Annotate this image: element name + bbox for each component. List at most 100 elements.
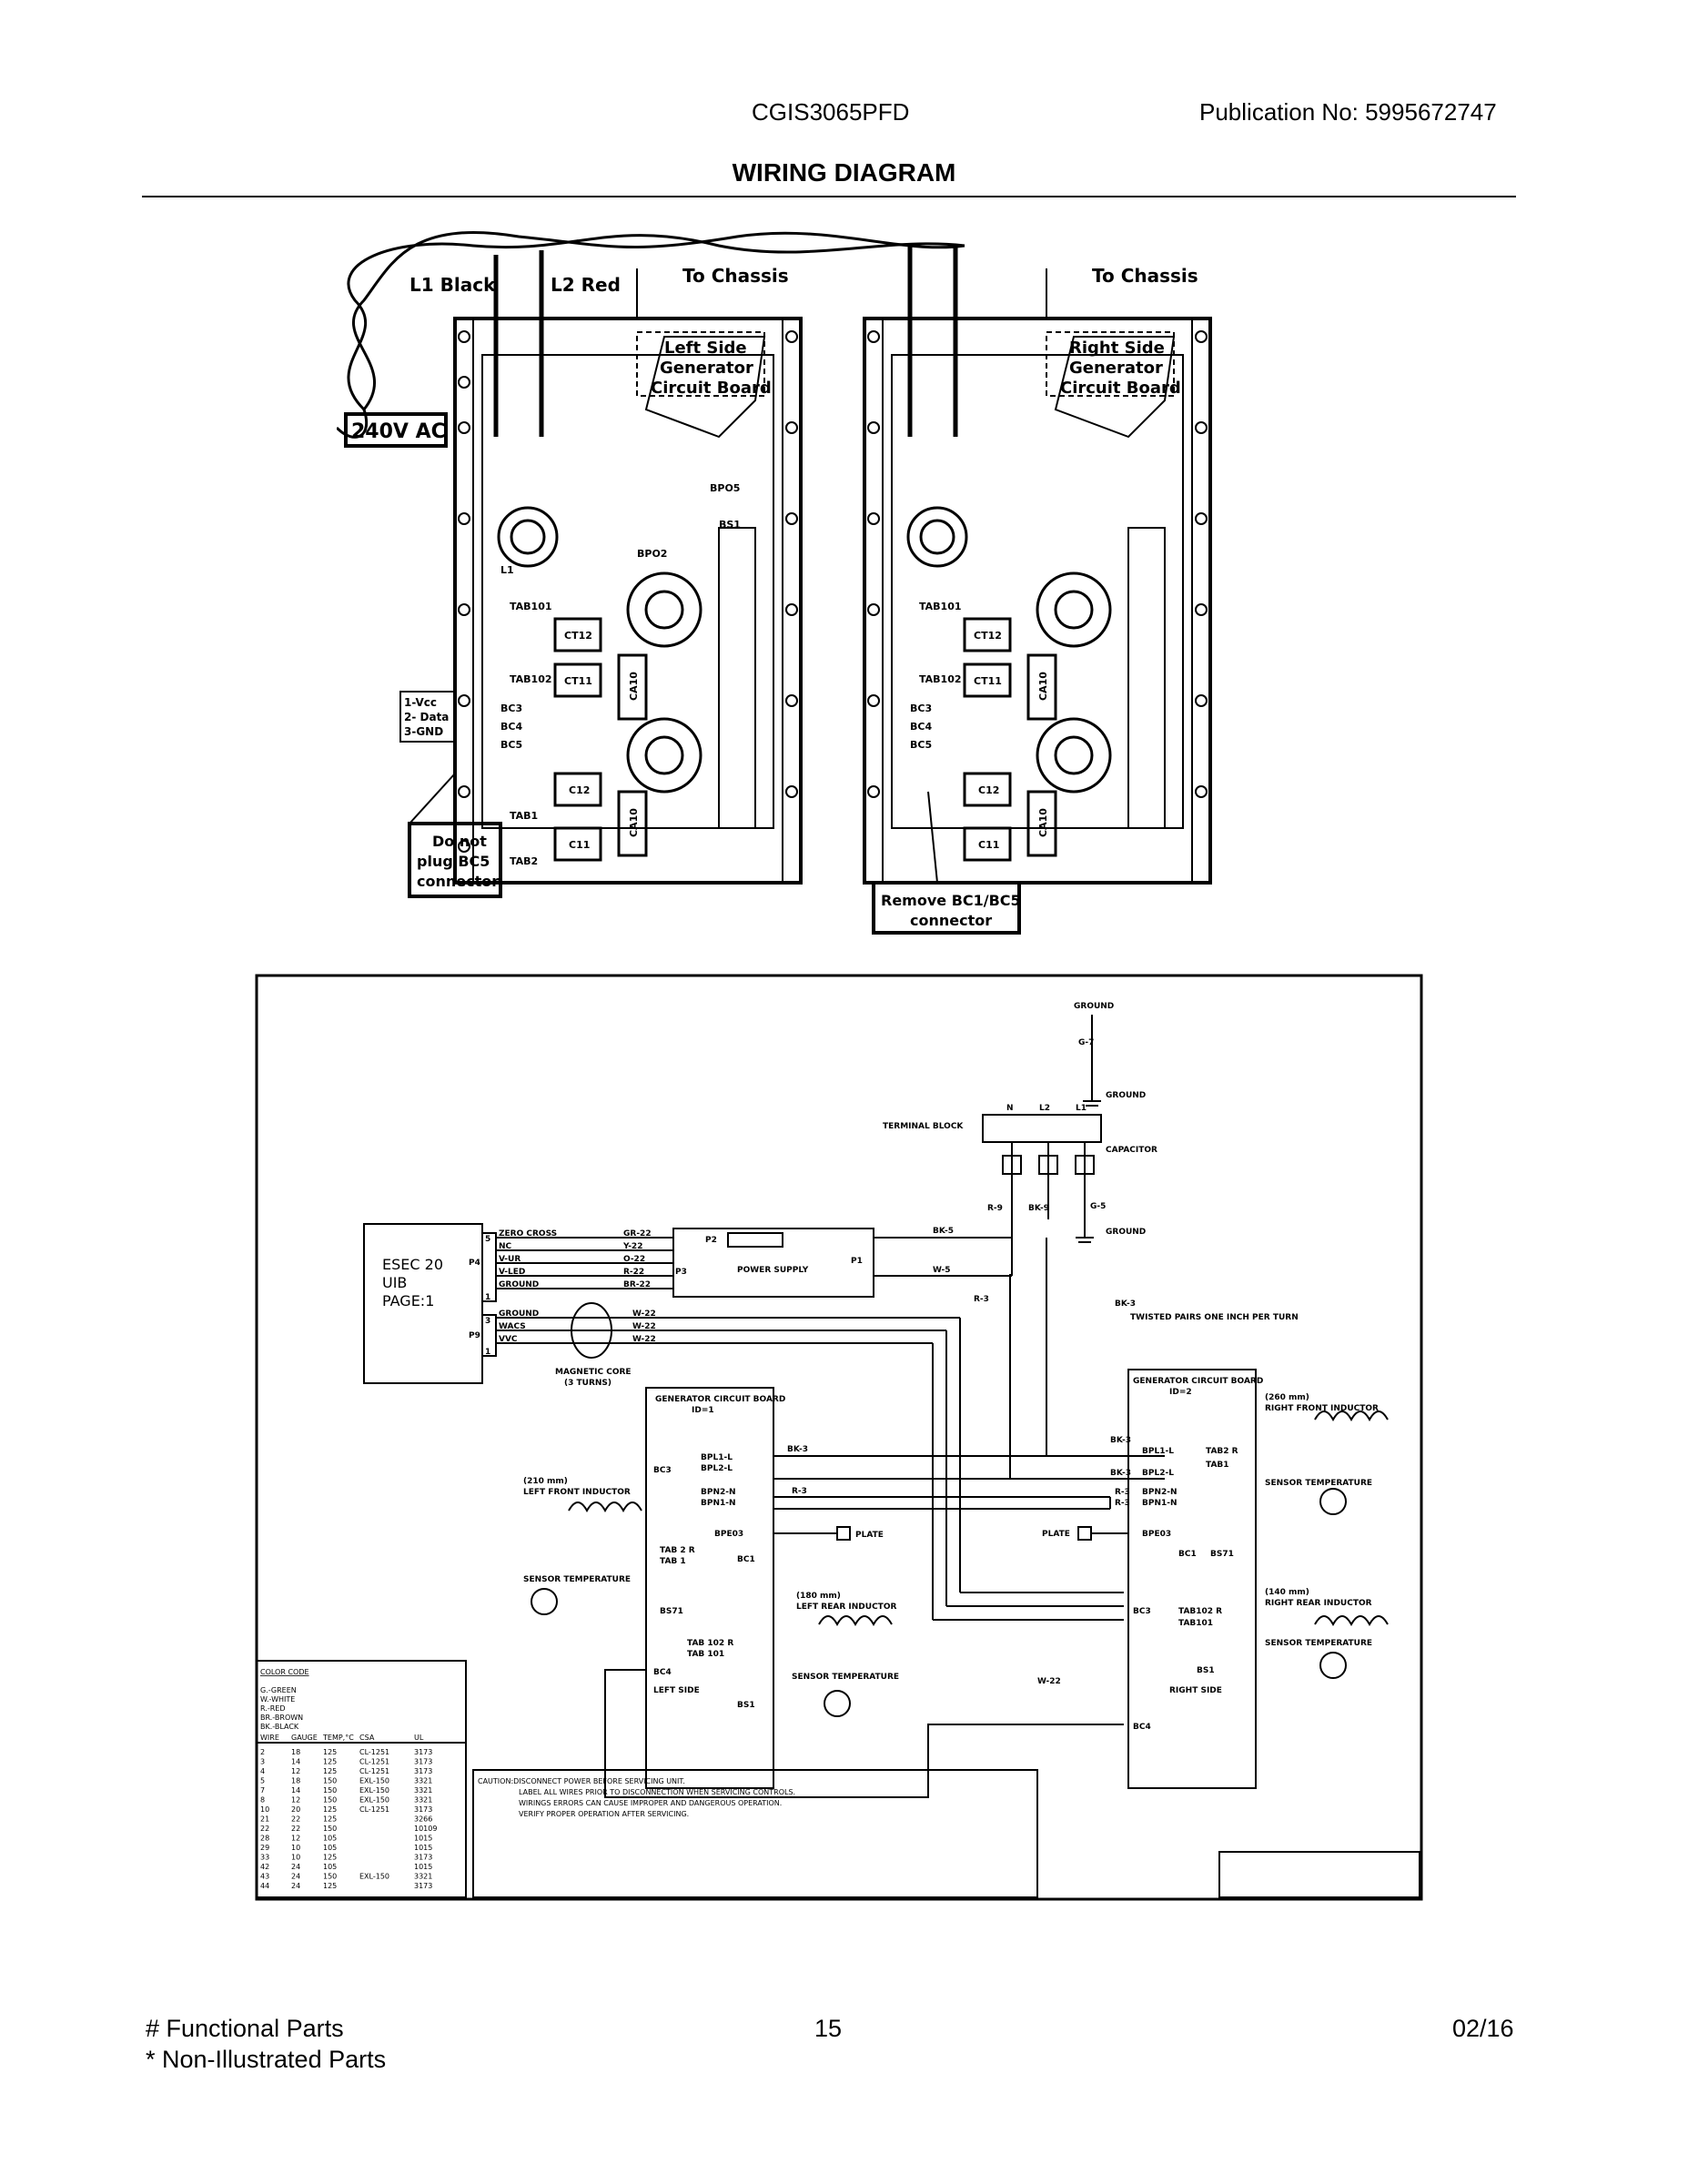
wire-table-cell: 4 — [260, 1767, 265, 1775]
comp-bc4-right: BC4 — [910, 721, 932, 733]
right-board-frame — [863, 317, 1212, 885]
gen-board-left — [645, 1387, 774, 1789]
gen2-title-2: ID=2 — [1169, 1388, 1192, 1397]
comp-ca10-right: CA10 — [1037, 672, 1049, 701]
comp-l1-left: L1 — [500, 564, 514, 576]
bk5: BK-5 — [933, 1227, 954, 1236]
gen1-left-side: LEFT SIDE — [653, 1686, 700, 1695]
wire-table-cell: 3173 — [414, 1767, 432, 1775]
gen1-pin-bpn1: BPN1-N — [701, 1499, 736, 1508]
board-layout-diagram: L1 Black L2 Red To Chassis To Chassis 24… — [337, 231, 1212, 935]
color-code-r: R.-RED — [260, 1704, 285, 1713]
wire-table-cell: 150 — [323, 1825, 337, 1833]
wire-table-cell: 42 — [260, 1863, 269, 1871]
supply-cable — [347, 234, 965, 411]
gen1-bpe03: BPE03 — [714, 1530, 743, 1539]
power-supply-label: POWER SUPPLY — [737, 1266, 809, 1275]
comp-ca10b-right: CA10 — [1037, 808, 1049, 837]
comp-ct12-left: CT12 — [564, 630, 592, 642]
comp-tab101-right: TAB101 — [919, 601, 962, 612]
caution-1: CAUTION:DISCONNECT POWER BEFORE SERVICIN… — [478, 1777, 685, 1785]
comp-c11-right: C11 — [978, 839, 999, 851]
wire-table-cell: 105 — [323, 1835, 337, 1843]
comp-bpo5-left: BPO5 — [710, 482, 740, 494]
wire-table-cell: 12 — [291, 1835, 300, 1843]
gen2-bc1: BC1 — [1178, 1550, 1197, 1559]
color-code-g: G.-GREEN — [260, 1686, 297, 1694]
esec-line-2: UIB — [382, 1274, 407, 1291]
tb-n: N — [1006, 1104, 1014, 1113]
comp-ct12-right: CT12 — [974, 630, 1002, 642]
wiring-schematic: GROUND G-7 GROUND TERMINAL BLOCK N L2 L1… — [255, 974, 1423, 1901]
gen2-pin-bpl1: BPL1-L — [1142, 1447, 1174, 1456]
left-board-frame — [453, 317, 803, 885]
p1-label: P1 — [851, 1257, 863, 1266]
comp-ct11-left: CT11 — [564, 675, 592, 687]
p4-pin-nc: NC — [499, 1242, 512, 1251]
gen1-bc1: BC1 — [737, 1555, 755, 1564]
rfi-2: RIGHT FRONT INDUCTOR — [1265, 1404, 1379, 1413]
p4-label: P4 — [469, 1259, 480, 1268]
wire-table-header: WIRE — [260, 1734, 279, 1742]
wire-table-cell: 14 — [291, 1758, 300, 1766]
gen1-tab2r: TAB 2 R — [660, 1546, 695, 1555]
wire-table-cell: 3321 — [414, 1786, 432, 1795]
functional-parts-note: # Functional Parts — [146, 2015, 344, 2042]
g5: G-5 — [1090, 1202, 1106, 1211]
wire-table-cell: 3173 — [414, 1882, 432, 1890]
gen1-pin-bpn2: BPN2-N — [701, 1488, 736, 1497]
wire-table-cell: 12 — [291, 1796, 300, 1805]
gen1-tab1: TAB 1 — [660, 1557, 686, 1566]
note-left-box — [408, 822, 502, 898]
wire-table-cell: 10 — [291, 1844, 300, 1852]
wire-table-cell: CL-1251 — [359, 1767, 389, 1775]
wire-table-cell: 125 — [323, 1815, 337, 1824]
non-illustrated-note: * Non-Illustrated Parts — [146, 2046, 387, 2073]
color-code-table — [256, 1660, 467, 1898]
lfi-2: LEFT FRONT INDUCTOR — [523, 1488, 631, 1497]
esec-uib-box — [363, 1223, 483, 1384]
color-code-br: BR.-BROWN — [260, 1714, 303, 1722]
gen2-tab2r: TAB2 R — [1206, 1447, 1238, 1456]
w22-label: W-22 — [1037, 1677, 1061, 1686]
p9-pin-num-1: 1 — [485, 1348, 490, 1357]
ground-top: GROUND — [1074, 1002, 1114, 1011]
esec-line-1: ESEC 20 — [382, 1256, 443, 1273]
p9-wire-2: W-22 — [632, 1322, 656, 1331]
wire-table-cell: 22 — [291, 1825, 300, 1833]
comp-bc4-left: BC4 — [500, 721, 522, 733]
comp-bc5-left: BC5 — [500, 739, 522, 751]
comp-ca10-left: CA10 — [628, 672, 640, 701]
gen1-r3: R-3 — [792, 1487, 807, 1496]
bc-pin-legend-box — [399, 691, 456, 743]
r9: R-9 — [987, 1204, 1003, 1213]
wire-table-cell: 125 — [323, 1767, 337, 1775]
wire-table-cell: 10 — [260, 1805, 269, 1814]
gen2-tab102r: TAB102 R — [1178, 1607, 1222, 1616]
wire-table-cell: 33 — [260, 1854, 269, 1862]
right-board-title-2: Generator — [1069, 359, 1163, 378]
gen2-pin-bpn1: BPN1-N — [1142, 1499, 1178, 1508]
wire-table-cell: 22 — [291, 1815, 300, 1824]
bc-pin-1: 1-Vcc — [404, 696, 437, 709]
wire-table-cell: 150 — [323, 1777, 337, 1785]
color-code-title: COLOR CODE — [260, 1668, 309, 1676]
wire-table-cell: 22 — [260, 1825, 269, 1833]
capacitor: CAPACITOR — [1106, 1146, 1157, 1155]
supply-label-box — [344, 412, 448, 448]
bk9: BK-9 — [1028, 1204, 1049, 1213]
caution-4: VERIFY PROPER OPERATION AFTER SERVICING. — [519, 1810, 689, 1818]
p4-wire-r: R-22 — [623, 1268, 644, 1277]
sensor-4: SENSOR TEMPERATURE — [1265, 1639, 1372, 1648]
magnetic-core-2: (3 TURNS) — [564, 1379, 612, 1388]
gen1-bc3: BC3 — [653, 1466, 672, 1475]
esec-line-3: PAGE:1 — [382, 1292, 434, 1309]
gen2-tab1: TAB1 — [1206, 1461, 1229, 1470]
p3-label: P3 — [675, 1268, 687, 1277]
note-right-2: connector — [910, 912, 992, 929]
r3a: R-3 — [974, 1295, 989, 1304]
gen1-title-2: ID=1 — [692, 1406, 714, 1415]
lfi-1: (210 mm) — [523, 1477, 568, 1486]
p4-wire-o: O-22 — [623, 1255, 645, 1264]
